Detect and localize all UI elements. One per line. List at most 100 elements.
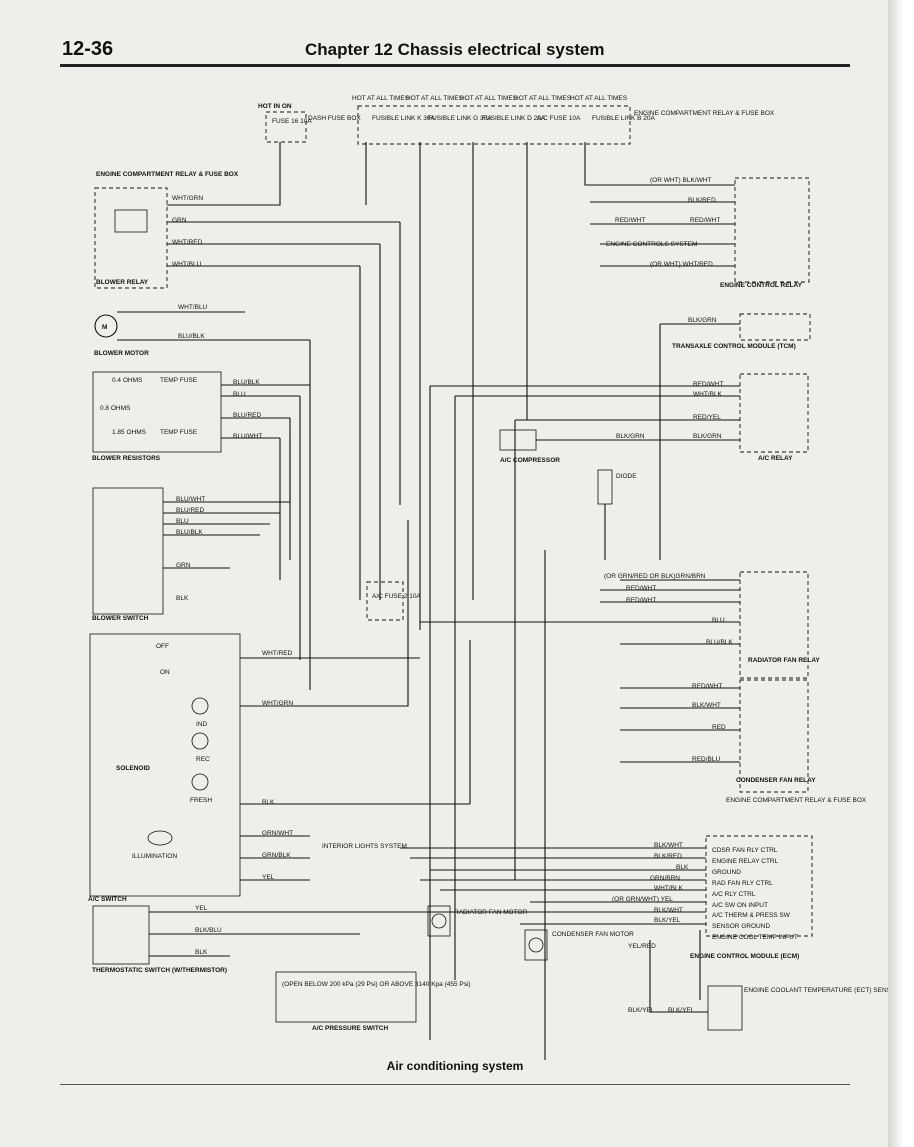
ac-fuse2-box xyxy=(366,581,404,621)
wire-red-wht-4: RED/WHT xyxy=(626,585,656,592)
wire-grn-red-brn: (OR GRN/RED OR BLK)GRN/BRN xyxy=(604,573,706,580)
fresh-motor-symbol xyxy=(191,773,209,791)
hot-at-all-times-5: HOT AT ALL TIMES xyxy=(570,95,628,102)
ac-relay-label: A/C RELAY xyxy=(758,455,793,462)
wire-yel-2: YEL xyxy=(195,905,208,912)
ecm-wires xyxy=(400,847,706,925)
rec-label: REC xyxy=(196,756,210,763)
hot-at-all-times-1: HOT AT ALL TIMES xyxy=(352,95,410,102)
wire-grn-wht-1: GRN/WHT xyxy=(262,830,293,837)
fusible-b-label: FUSIBLE LINK B 20A xyxy=(592,115,656,122)
ecm-wire-3: GRN/BRN xyxy=(650,875,680,882)
figure-caption: Air conditioning system xyxy=(0,1059,914,1073)
ecm-pin-0: CDSR FAN RLY CTRL xyxy=(712,847,778,854)
wire-wht-blu-1: WHT/BLU xyxy=(172,261,202,268)
solenoid-label: SOLENOID xyxy=(116,765,150,772)
fusible-k-label: FUSIBLE LINK K 30A xyxy=(372,115,436,122)
wire-wht-red-2: WHT/RED xyxy=(262,650,293,657)
radiator-fan-motor-box xyxy=(427,905,451,937)
fusible-d-label: FUSIBLE LINK D 20A xyxy=(482,115,546,122)
engine-comp-relay-box-2: ENGINE COMPARTMENT RELAY & FUSE BOX xyxy=(726,797,867,804)
ecm-pin-4: A/C RLY CTRL xyxy=(712,891,756,898)
page-edge-shadow xyxy=(888,0,914,1147)
blower-resistors-label: BLOWER RESISTORS xyxy=(92,455,161,462)
wire-wht-blk-1: WHT/BLK xyxy=(693,391,723,398)
diode-label: DIODE xyxy=(616,473,637,480)
wire-grn-blk-1: GRN/BLK xyxy=(262,852,291,859)
blower-switch-box xyxy=(92,487,164,615)
ecm-wire-5: (OR GRN/WHT) YEL xyxy=(612,896,673,903)
radiator-fan-relay-box xyxy=(739,571,809,679)
temp-fuse-1: TEMP FUSE xyxy=(160,377,198,384)
thermostatic-switch-label: THERMOSTATIC SWITCH (W/THERMISTOR) xyxy=(92,967,227,974)
engine-fuse-box xyxy=(357,105,631,145)
blower-relay-wires xyxy=(167,175,400,267)
ecm-label: ENGINE CONTROL MODULE (ECM) xyxy=(690,953,799,960)
pressure-switch-box xyxy=(275,971,417,1023)
r2-label: 0.8 OHMS xyxy=(100,405,131,412)
wire-blk-3: BLK xyxy=(195,949,208,956)
engine-control-relay-box xyxy=(734,177,810,283)
ac-switch-wires xyxy=(240,520,470,881)
figure-caption-text: Air conditioning system xyxy=(386,1059,524,1073)
pressure-switch-label: A/C PRESSURE SWITCH xyxy=(312,1025,389,1032)
hot-at-all-times-3: HOT AT ALL TIMES xyxy=(460,95,518,102)
ecm-pin-2: GROUND xyxy=(712,869,741,876)
wire-blk-yel-1: BLK/YEL xyxy=(628,1007,655,1014)
dash-fuse-box xyxy=(265,111,307,143)
fresh-label: FRESH xyxy=(190,797,212,804)
fuse16-label: FUSE 16 10A xyxy=(272,118,312,125)
dash-fuse-box-label: DASH FUSE BOX xyxy=(308,115,361,122)
ecm-pin-7: SENSOR GROUND xyxy=(712,923,770,930)
blower-motor-label: BLOWER MOTOR xyxy=(94,350,149,357)
ecm-wire-7: BLK/YEL xyxy=(654,917,681,924)
ac-relay-box xyxy=(739,373,809,453)
ecm-wire-6: BLK/WHT xyxy=(654,907,683,914)
condenser-fan-motor-symbol xyxy=(528,937,544,953)
compressor-wires xyxy=(536,439,740,1060)
motor-m-glyph: M xyxy=(102,324,107,331)
ac-fuse-label: A/C FUSE 10A xyxy=(537,115,581,122)
wire-grn-1: GRN xyxy=(172,217,187,224)
wire-blk-blu-1: BLK/BLU xyxy=(195,927,222,934)
radiator-fan-relay-label: RADIATOR FAN RELAY xyxy=(748,657,820,664)
wire-blk-grn-3: BLK/GRN xyxy=(688,317,717,324)
engine-control-relay-label: ENGINE CONTROL RELAY xyxy=(720,282,803,289)
blower-relay-box xyxy=(94,187,168,289)
rec-motor-symbol xyxy=(191,732,209,750)
illumination-label: ILLUMINATION xyxy=(132,853,177,860)
illumination-lamp xyxy=(147,830,173,846)
diode-symbol xyxy=(597,469,613,505)
r3-label: 1.85 OHMS xyxy=(112,429,147,436)
ecm-box xyxy=(705,835,813,937)
wire-red-1: RED xyxy=(712,724,726,731)
r1-label: 0.4 OHMS xyxy=(112,377,143,384)
condenser-fan-relay-label: CONDENSER FAN RELAY xyxy=(736,777,816,784)
wire-wht-red-1: WHT/RED xyxy=(172,239,203,246)
temp-fuse-2: TEMP FUSE xyxy=(160,429,198,436)
ac-switch-label: A/C SWITCH xyxy=(88,896,127,903)
ect-sensor-box xyxy=(707,985,743,1031)
ind-lamp-symbol xyxy=(191,697,209,715)
wire-blu-blk-4: BLU/BLK xyxy=(706,639,733,646)
ecm-pin-5: A/C SW ON INPUT xyxy=(712,902,768,909)
wire-blk-1: BLK xyxy=(176,595,189,602)
ac-switch-box xyxy=(89,633,241,897)
ecm-pin-3: RAD FAN RLY CTRL xyxy=(712,880,773,887)
blower-relay-box-label: ENGINE COMPARTMENT RELAY & FUSE BOX xyxy=(96,171,239,178)
interior-lights-label: INTERIOR LIGHTS SYSTEM xyxy=(322,843,407,850)
radiator-fan-motor-symbol xyxy=(431,913,447,929)
ecm-pin-1: ENGINE RELAY CTRL xyxy=(712,858,779,865)
blower-relay-label: BLOWER RELAY xyxy=(96,279,149,286)
ect-sensor-label: ENGINE COOLANT TEMPERATURE (ECT) SENSOR xyxy=(744,987,901,994)
header-rule xyxy=(60,64,850,67)
fusible-g-label: FUSIBLE LINK G 30A xyxy=(428,115,492,122)
wire-red-blu-1: RED/BLU xyxy=(692,756,720,763)
ect-wires xyxy=(649,930,708,1013)
wire-yel-1: YEL xyxy=(262,874,275,881)
wire-blk-red-1: BLK/RED xyxy=(688,197,716,204)
wire-wht-grn-2: WHT/GRN xyxy=(262,700,293,707)
wire-blk-wht-1: BLK/WHT xyxy=(692,702,721,709)
